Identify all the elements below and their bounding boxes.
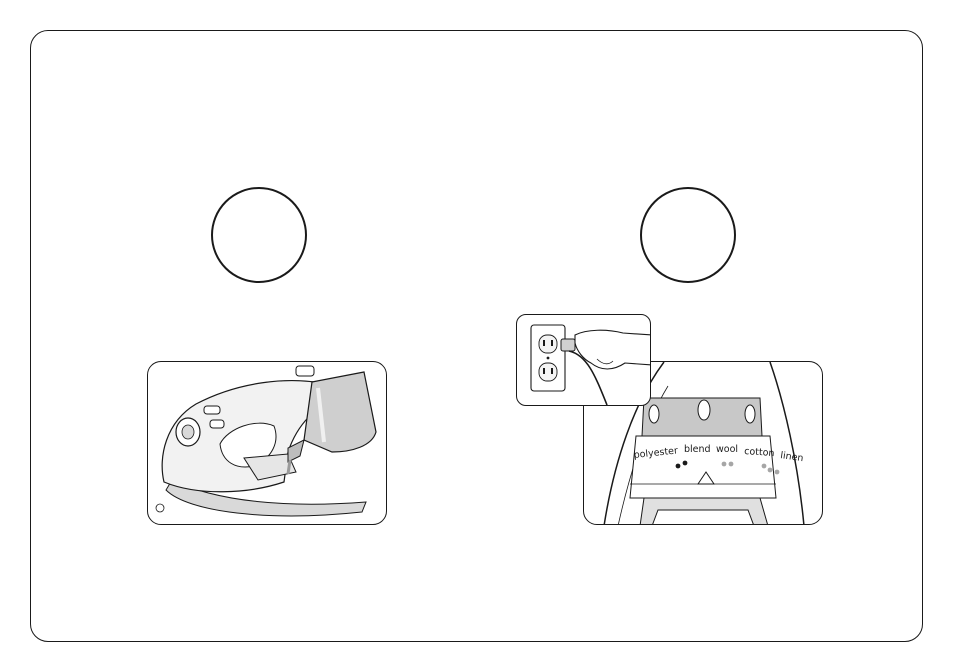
- dial-label-wool: wool: [716, 444, 738, 455]
- page-frame: polyester blend wool cotton linen: [30, 30, 923, 642]
- wall-outlet-inset: [516, 314, 651, 406]
- iron-water-fill-icon: [148, 362, 387, 525]
- step-1-circle: [211, 187, 307, 283]
- iron-fill-panel: [147, 361, 387, 525]
- dial-label-blend: blend: [684, 444, 711, 455]
- plug-outlet-icon: [517, 315, 651, 406]
- step-2-circle: [640, 187, 736, 283]
- dial-label-linen: linen: [780, 450, 804, 464]
- dial-label-cotton: cotton: [744, 446, 775, 459]
